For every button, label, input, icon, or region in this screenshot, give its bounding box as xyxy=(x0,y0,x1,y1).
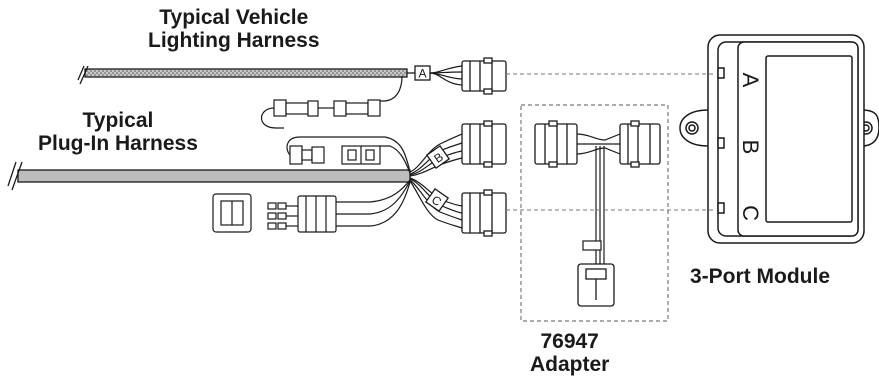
vehicle-harness-loop-wire xyxy=(260,75,403,129)
adapter-left-connector xyxy=(534,120,578,168)
vehicle-harness-wires xyxy=(429,65,463,86)
small-plug-pair xyxy=(273,99,381,117)
tag-c: C xyxy=(424,187,450,213)
port-c-label: C xyxy=(738,205,763,221)
svg-text:A: A xyxy=(418,67,426,81)
adapter-label: 76947 Adapter xyxy=(530,330,610,376)
plugin-harness-label-line1: Typical xyxy=(82,109,154,132)
tag-a: A xyxy=(414,65,431,81)
vehicle-lighting-harness xyxy=(77,65,415,85)
adapter-end-connector xyxy=(577,263,615,307)
tag-b: B xyxy=(425,144,451,170)
connector-c-plugin xyxy=(461,189,507,237)
adapter-right-connector xyxy=(619,120,661,168)
port-a-label: A xyxy=(738,73,763,88)
three-port-module xyxy=(679,34,879,244)
adapter-wires xyxy=(576,133,621,272)
plug-in-harness xyxy=(7,161,411,191)
plugin-harness-label: Typical Plug-In Harness xyxy=(38,109,198,155)
vehicle-harness-label: Typical Vehicle Lighting Harness xyxy=(148,6,320,52)
module-label: 3-Port Module xyxy=(690,265,830,288)
adapter-label-text: Adapter xyxy=(530,352,610,376)
vehicle-harness-label-line2: Lighting Harness xyxy=(148,28,320,52)
trailer-connector xyxy=(267,195,337,233)
connector-b-plugin xyxy=(461,120,507,168)
connection-guides xyxy=(506,73,716,211)
adapter-outline xyxy=(520,104,669,322)
adapter-part-number: 76947 xyxy=(540,330,599,353)
vehicle-harness-label-line1: Typical Vehicle xyxy=(159,6,309,29)
plug-in-wires-c xyxy=(336,177,463,229)
port-b-label: B xyxy=(738,140,763,155)
plugin-harness-label-line2: Plug-In Harness xyxy=(38,131,198,155)
trailer-plug-cap xyxy=(212,193,252,233)
adapter-fuse-clip xyxy=(582,240,602,251)
module-port-labels: A B C xyxy=(738,73,763,221)
plug-in-small-plugs xyxy=(289,145,381,165)
connector-a-vehicle xyxy=(461,57,507,95)
